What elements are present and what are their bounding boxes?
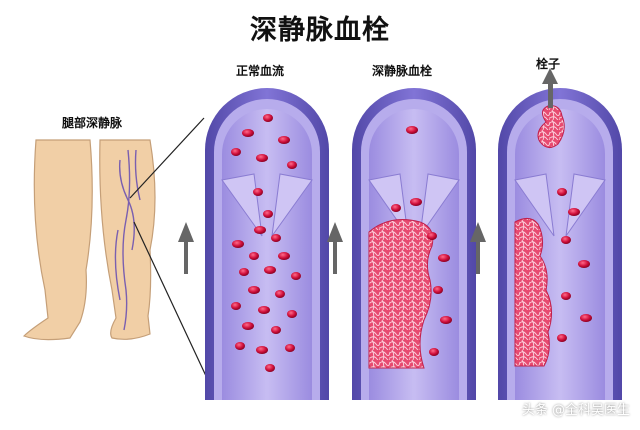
leg-veins-label: 腿部深静脉 [62,116,123,130]
normal-flow-label: 正常血流 [236,64,285,78]
flow-arrow-up-icon [178,222,194,274]
blood-cells [557,188,592,342]
thrombus-clot [368,219,434,369]
blood-cells [391,126,452,356]
embolus-arrow-up-icon [542,68,558,108]
remaining-clot [514,218,552,367]
diagram-title: 深静脉血栓 [250,15,390,46]
watermark: 头条 @全科吴医生 [521,403,630,418]
embolus-fragment [537,105,565,148]
blood-cells [231,114,301,372]
vessel-thrombosis [352,88,476,400]
vessel-embolus [498,88,622,400]
leg-vein-lines [114,149,141,331]
flow-arrow-up-icon [327,222,343,274]
dvt-label: 深静脉血栓 [372,64,433,78]
flow-arrow-up-icon [470,222,486,274]
zoom-lines [129,117,207,377]
vessel-normal [205,88,329,400]
embolus-label: 栓子 [536,57,561,71]
leg-illustration [22,139,156,341]
